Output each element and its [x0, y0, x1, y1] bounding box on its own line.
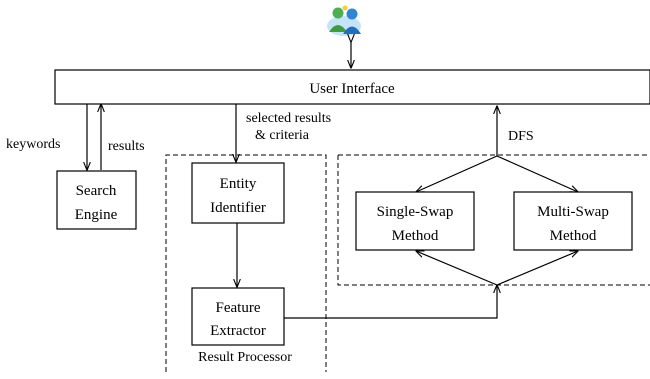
feature-extractor-line1: Feature — [216, 300, 261, 316]
search-engine-line2: Engine — [75, 207, 118, 223]
result-processor-region — [165, 154, 327, 372]
feature-extractor-box — [191, 287, 285, 346]
feature-extractor-line2: Extractor — [210, 323, 266, 339]
entity-identifier-box — [191, 162, 285, 224]
keywords-label: keywords — [6, 137, 60, 152]
search-engine-box — [56, 170, 137, 230]
users-people-icon — [327, 5, 361, 36]
split-arrow-multi — [496, 155, 578, 192]
multi-swap-line2: Method — [550, 228, 597, 244]
single-swap-line1: Single-Swap — [377, 204, 454, 220]
methods-region — [337, 154, 650, 286]
single-swap-box — [355, 191, 475, 251]
merge-arrow-multi — [496, 251, 578, 286]
selected-results-line2: & criteria — [255, 128, 310, 143]
merge-arrow-single — [416, 251, 498, 286]
user-interface-box — [54, 69, 650, 105]
entity-identifier-line1: Entity — [220, 176, 257, 192]
results-label: results — [108, 139, 145, 154]
user-interface-label: User Interface — [309, 81, 395, 97]
feature-to-methods-arrow — [284, 285, 497, 319]
selected-results-line1: selected results — [246, 111, 331, 126]
search-engine-line1: Search — [76, 183, 117, 199]
multi-swap-line1: Multi-Swap — [537, 204, 609, 220]
dfs-label: DFS — [508, 129, 534, 144]
result-processor-label: Result Processor — [198, 350, 292, 365]
single-swap-line2: Method — [392, 228, 439, 244]
entity-identifier-line2: Identifier — [210, 200, 266, 216]
multi-swap-box — [513, 191, 633, 251]
split-arrow-single — [416, 155, 498, 192]
